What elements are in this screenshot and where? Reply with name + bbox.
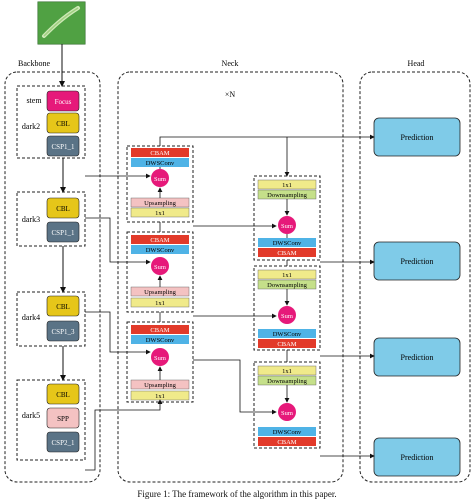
cbl-text-3: CBL: [56, 303, 70, 311]
svg-text:1x1: 1x1: [282, 272, 292, 279]
svg-text:Upsampling: Upsampling: [144, 382, 177, 389]
svg-text:1x1: 1x1: [155, 300, 165, 307]
prediction-text-1: Prediction: [401, 133, 434, 142]
svg-text:Sum: Sum: [281, 223, 293, 230]
dark2-label: dark2: [22, 122, 40, 131]
dark3-label: dark3: [22, 215, 40, 224]
svg-text:1x1: 1x1: [155, 393, 165, 400]
cbl-text-1: CBL: [56, 120, 70, 128]
svg-text:1x1: 1x1: [282, 182, 292, 189]
svg-text:CBAM: CBAM: [150, 327, 169, 334]
svg-text:DWSConv: DWSConv: [146, 247, 175, 254]
svg-text:Downsampling: Downsampling: [267, 282, 307, 289]
focus-text: Focus: [55, 98, 72, 106]
svg-text:CBAM: CBAM: [150, 237, 169, 244]
csp2-1-text: CSP2_1: [52, 439, 75, 447]
svg-text:DWSConv: DWSConv: [146, 160, 175, 167]
stem-label: stem: [26, 96, 42, 105]
backbone-label: Backbone: [18, 59, 50, 68]
csp1-3-text: CSP1_3: [52, 328, 75, 336]
repeat-label: ×N: [225, 90, 236, 99]
svg-text:Sum: Sum: [154, 176, 166, 183]
svg-text:Upsampling: Upsampling: [144, 200, 177, 207]
svg-text:DWSConv: DWSConv: [146, 337, 175, 344]
head-label: Head: [408, 59, 425, 68]
figure-caption: Figure 1: The framework of the algorithm…: [0, 489, 474, 499]
csp1-1-text-2: CSP1_1: [52, 229, 75, 237]
svg-text:Sum: Sum: [281, 313, 293, 320]
svg-text:CBAM: CBAM: [277, 250, 296, 257]
svg-text:1x1: 1x1: [282, 368, 292, 375]
prediction-text-4: Prediction: [401, 453, 434, 462]
svg-text:DWSConv: DWSConv: [273, 331, 302, 338]
prediction-text-2: Prediction: [401, 257, 434, 266]
csp1-1-text-1: CSP1_1: [52, 143, 75, 151]
svg-text:Sum: Sum: [154, 355, 166, 362]
svg-text:Downsampling: Downsampling: [267, 378, 307, 385]
dark5-label: dark5: [22, 411, 40, 420]
dark4-label: dark4: [22, 313, 40, 322]
svg-text:DWSConv: DWSConv: [273, 240, 302, 247]
svg-text:CBAM: CBAM: [150, 150, 169, 157]
neck-label: Neck: [222, 59, 239, 68]
spp-text: SPP: [57, 415, 69, 423]
svg-text:CBAM: CBAM: [277, 439, 296, 446]
svg-text:DWSConv: DWSConv: [273, 429, 302, 436]
prediction-text-3: Prediction: [401, 353, 434, 362]
cbl-text-2: CBL: [56, 205, 70, 213]
svg-text:Sum: Sum: [154, 264, 166, 271]
cbl-text-4: CBL: [56, 391, 70, 399]
svg-text:Upsampling: Upsampling: [144, 289, 177, 296]
svg-text:Sum: Sum: [281, 410, 293, 417]
svg-text:1x1: 1x1: [155, 210, 165, 217]
input-image: [38, 2, 85, 44]
svg-text:CBAM: CBAM: [277, 341, 296, 348]
svg-text:Downsampling: Downsampling: [267, 192, 307, 199]
